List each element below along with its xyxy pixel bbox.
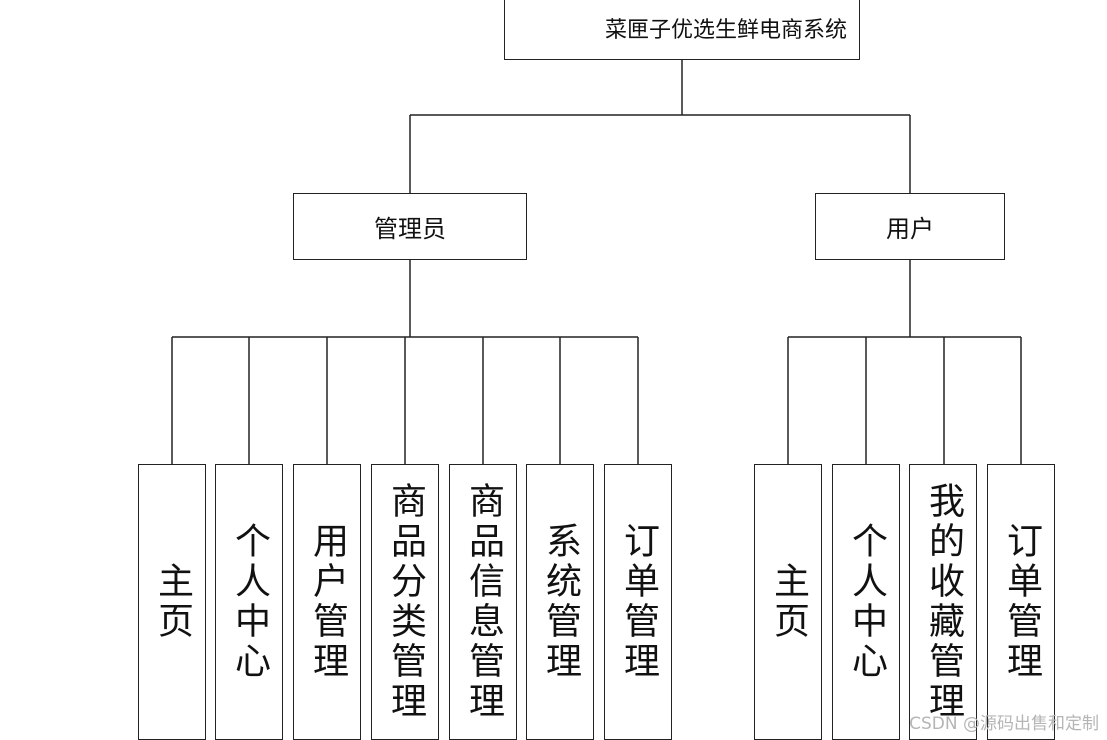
admin-module-home: 主页: [138, 464, 206, 740]
user-node-label: 用户: [886, 215, 934, 243]
user-module-home-label: 主页: [768, 562, 809, 642]
admin-module-system-management: 系统管理: [526, 464, 594, 740]
watermark: CSDN @源码出售和定制: [909, 714, 1099, 734]
admin-module-category-management-label: 商品分类管理: [385, 482, 426, 722]
user-module-order-management: 订单管理: [987, 464, 1055, 740]
admin-module-home-label: 主页: [152, 562, 193, 642]
admin-module-order-management-label: 订单管理: [618, 522, 659, 682]
admin-module-user-management-label: 用户管理: [307, 522, 348, 682]
admin-module-product-management-label: 商品信息管理: [463, 482, 504, 722]
admin-module-profile: 个人中心: [215, 464, 283, 740]
root-node: 菜匣子优选生鲜电商系统: [504, 0, 860, 60]
user-module-order-management-label: 订单管理: [1001, 522, 1042, 682]
user-module-profile: 个人中心: [832, 464, 900, 740]
admin-node-label: 管理员: [374, 215, 446, 243]
user-module-favorites-management-label: 我的收藏管理: [923, 482, 964, 722]
user-module-profile-label: 个人中心: [846, 522, 887, 682]
admin-module-order-management: 订单管理: [604, 464, 672, 740]
user-module-home: 主页: [754, 464, 822, 740]
admin-module-user-management: 用户管理: [293, 464, 361, 740]
root-node-label: 菜匣子优选生鲜电商系统: [604, 18, 847, 43]
admin-module-system-management-label: 系统管理: [540, 522, 581, 682]
admin-module-category-management: 商品分类管理: [371, 464, 439, 740]
admin-module-product-management: 商品信息管理: [449, 464, 517, 740]
admin-module-profile-label: 个人中心: [229, 522, 270, 682]
admin-node: 管理员: [293, 193, 527, 260]
user-node: 用户: [815, 193, 1005, 260]
user-module-favorites-management: 我的收藏管理: [909, 464, 977, 740]
